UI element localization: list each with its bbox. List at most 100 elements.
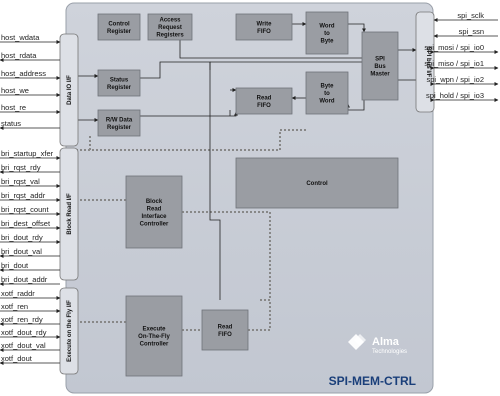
alma-technologies-logo: Alma Technologies <box>348 334 407 355</box>
block-label: Register <box>107 125 132 131</box>
block-label: FIFO <box>218 332 232 338</box>
signal-label: bri_rqst_rdy <box>1 163 41 172</box>
signal-label: bri_rqst_count <box>1 205 49 214</box>
signal-label: bri_dout_rdy <box>1 233 43 242</box>
interface-execute-on-the-fly: Execute on the Fly I/F <box>59 287 79 375</box>
internal-dotted-bus <box>76 129 306 331</box>
signal-label: host_re <box>1 103 26 112</box>
core-title: SPI-MEM-CTRL <box>329 374 416 388</box>
block-label: Bus <box>374 64 386 70</box>
block-read-signals: bri_startup_xfer bri_rqst_rdy bri_rqst_val… <box>0 149 61 286</box>
block-label: Registers <box>156 33 184 39</box>
svg-text:Block Read I/F: Block Read I/F <box>67 193 73 235</box>
signal-label: xotf_ren <box>1 302 28 311</box>
signal-bri-rqst-val: bri_rqst_val <box>0 177 61 188</box>
logo-alma: Alma <box>372 336 400 348</box>
signal-label: xotf_dout_val <box>1 341 46 350</box>
block-label: FIFO <box>257 103 271 109</box>
signal-xotf-ren: xotf_ren <box>0 302 61 313</box>
block-label: Read <box>147 206 162 212</box>
interface-data-io: Data IO I/F <box>59 33 79 147</box>
signal-spi-mosi-spi-io0: spi_mosi / spi_io0 <box>424 43 499 54</box>
signal-label: spi_hold / spi_io3 <box>426 91 484 100</box>
signal-label: spi_ssn <box>459 27 484 36</box>
signal-xotf-raddr: xotf_raddr <box>0 289 61 300</box>
block-label: FIFO <box>257 29 271 35</box>
interface-spi-bus: SPI bus I/F <box>415 11 435 113</box>
signal-status: status <box>0 119 60 130</box>
signal-label: host_rdata <box>1 51 37 60</box>
signal-label: host_wdata <box>1 33 40 42</box>
signal-label: status <box>1 119 21 128</box>
block-label: Byte <box>320 39 334 45</box>
xotf-signals: xotf_raddr xotf_ren xotf_ren_rdy xotf_dout_… <box>0 289 61 365</box>
block-label: to <box>324 91 330 97</box>
signal-label: xotf_dout <box>1 354 33 363</box>
block-label: Byte <box>320 84 334 90</box>
signal-label: bri_rqst_addr <box>1 191 46 200</box>
data-io-signals: host_wdata host_rdata host_address host_weh… <box>0 33 61 130</box>
svg-text:Execute on the Fly I/F: Execute on the Fly I/F <box>67 300 73 362</box>
signal-bri-dout-rdy: bri_dout_rdy <box>0 233 61 244</box>
block-label: Read <box>218 324 233 330</box>
signal-bri-dout: bri_dout <box>0 261 60 272</box>
signal-bri-startup-xfer: bri_startup_xfer <box>0 149 61 160</box>
signal-bri-dout-addr: bri_dout_addr <box>0 275 60 286</box>
signal-host-address: host_address <box>0 69 61 80</box>
signal-label: spi_sclk <box>457 11 484 20</box>
signal-label: bri_dout_addr <box>1 275 48 284</box>
signal-label: xotf_ren_rdy <box>1 315 43 324</box>
signal-spi-sclk: spi_sclk <box>433 11 498 22</box>
logo-technologies: Technologies <box>372 349 407 355</box>
signal-xotf-dout-val: xotf_dout_val <box>0 341 60 352</box>
block-label: SPI <box>375 57 385 63</box>
svg-text:Data IO I/F: Data IO I/F <box>67 75 73 105</box>
svg-text:SPI bus I/F: SPI bus I/F <box>425 47 431 78</box>
block-label: Access <box>159 18 181 24</box>
signal-bri-rqst-rdy: bri_rqst_rdy <box>0 163 60 174</box>
signal-spi-wpn-spi-io2: spi_wpn / spi_io2 <box>426 75 499 86</box>
block-label: Read <box>257 95 272 101</box>
block-label: Interface <box>141 214 167 220</box>
signal-label: bri_dest_offset <box>1 219 51 228</box>
block-label: Control <box>108 21 130 27</box>
signal-xotf-ren-rdy: xotf_ren_rdy <box>0 315 60 326</box>
signal-label: spi_mosi / spi_io0 <box>424 43 484 52</box>
block-label: Write <box>257 21 273 27</box>
signal-label: bri_startup_xfer <box>1 149 54 158</box>
signal-label: spi_miso / spi_io1 <box>424 59 484 68</box>
signal-host-we: host_we <box>0 86 61 97</box>
interface-block-read: Block Read I/F <box>59 147 79 281</box>
signal-label: xotf_dout_rdy <box>1 328 47 337</box>
signal-label: bri_dout <box>1 261 29 270</box>
signal-host-wdata: host_wdata <box>0 33 61 44</box>
spi-signals: spi_sclk spi_ssn spi_mosi / spi_io0 spi_mis… <box>424 11 499 102</box>
signal-spi-hold-spi-io3: spi_hold / spi_io3 <box>426 91 499 102</box>
block-label: Execute <box>142 327 166 333</box>
block-control: Control <box>235 157 399 209</box>
signal-label: host_address <box>1 69 46 78</box>
block-label: Master <box>370 72 390 78</box>
block-label: Control <box>306 181 328 187</box>
block-label: to <box>324 31 330 37</box>
block-label: Block <box>146 199 163 205</box>
block-label: On-The-Fly <box>138 334 170 340</box>
signal-label: bri_dout_val <box>1 247 42 256</box>
block-label: Word <box>319 24 335 30</box>
block-label: Status <box>110 77 129 83</box>
block-label: Register <box>107 29 132 35</box>
signal-bri-rqst-count: bri_rqst_count <box>0 205 61 216</box>
block-label: Controller <box>140 221 169 227</box>
block-label: Register <box>107 85 132 91</box>
